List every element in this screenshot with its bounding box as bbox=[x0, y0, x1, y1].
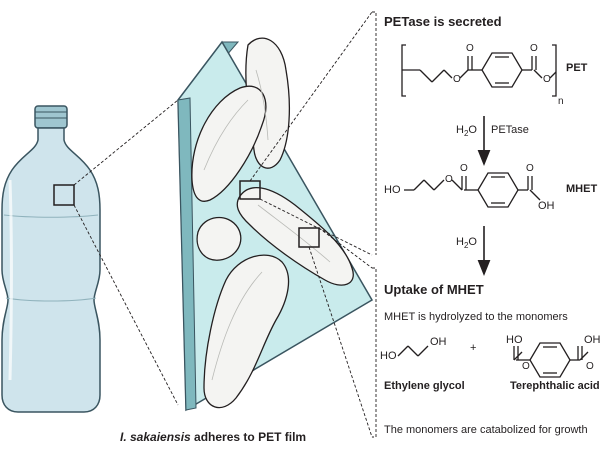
ethylene-glycol-structure bbox=[397, 345, 429, 357]
figure-caption: I. sakaiensis adheres to PET film bbox=[120, 430, 307, 444]
terephthalic-acid-structure bbox=[513, 342, 589, 378]
tpa-carbonyl-oxygen-1: O bbox=[522, 361, 530, 372]
step1-enzyme: PETase bbox=[491, 124, 529, 136]
plastic-bottle bbox=[1, 105, 101, 413]
bacterium bbox=[203, 254, 290, 409]
ethylene-glycol-label: Ethylene glycol bbox=[384, 380, 465, 392]
mhet-structure bbox=[404, 172, 541, 208]
pet-subscript: n bbox=[558, 96, 564, 107]
zoom-lines-bottle bbox=[73, 99, 179, 406]
pet-carbonyl-oxygen-2: O bbox=[530, 43, 538, 54]
step1-reagent: H2O bbox=[456, 124, 477, 139]
eg-oh: OH bbox=[430, 336, 447, 348]
callout-lines bbox=[249, 11, 377, 438]
bacterium bbox=[191, 85, 267, 202]
mhet-label: MHET bbox=[566, 183, 598, 195]
mhet-ho: HO bbox=[384, 184, 401, 196]
bacterial-cells bbox=[191, 37, 354, 409]
mhet-ester-oxygen: O bbox=[445, 174, 453, 185]
tpa-carbonyl-oxygen-2: O bbox=[586, 361, 594, 372]
tpa-ho: HO bbox=[506, 334, 523, 346]
step2-reagent: H2O bbox=[456, 236, 477, 251]
bottle-zoom-box bbox=[53, 184, 75, 206]
pet-carbonyl-oxygen-1: O bbox=[466, 43, 474, 54]
plus-sign: + bbox=[470, 342, 477, 354]
catabolism-footer: The monomers are catabolized for growth bbox=[384, 424, 588, 436]
mhet-oh: OH bbox=[538, 200, 555, 212]
bacterium bbox=[236, 187, 354, 286]
bacterium bbox=[196, 216, 242, 261]
cell-texture bbox=[203, 69, 331, 381]
pet-ester-oxygen-2: O bbox=[543, 74, 551, 85]
eg-ho: HO bbox=[380, 350, 397, 362]
terephthalic-acid-label: Terephthalic acid bbox=[510, 380, 600, 392]
uptake-heading: Uptake of MHET bbox=[384, 282, 484, 297]
mhet-carbonyl-oxygen-1: O bbox=[460, 163, 468, 174]
hydrolysis-description: MHET is hydrolyzed to the monomers bbox=[384, 311, 568, 323]
pet-label: PET bbox=[566, 62, 588, 74]
mhet-carbonyl-oxygen-2: O bbox=[526, 163, 534, 174]
pet-structure bbox=[401, 44, 557, 97]
bottle-cap bbox=[34, 105, 68, 129]
tpa-oh: OH bbox=[584, 334, 601, 346]
bottle-body bbox=[1, 127, 101, 413]
petase-heading: PETase is secreted bbox=[384, 14, 502, 29]
pet-ester-oxygen-1: O bbox=[453, 74, 461, 85]
